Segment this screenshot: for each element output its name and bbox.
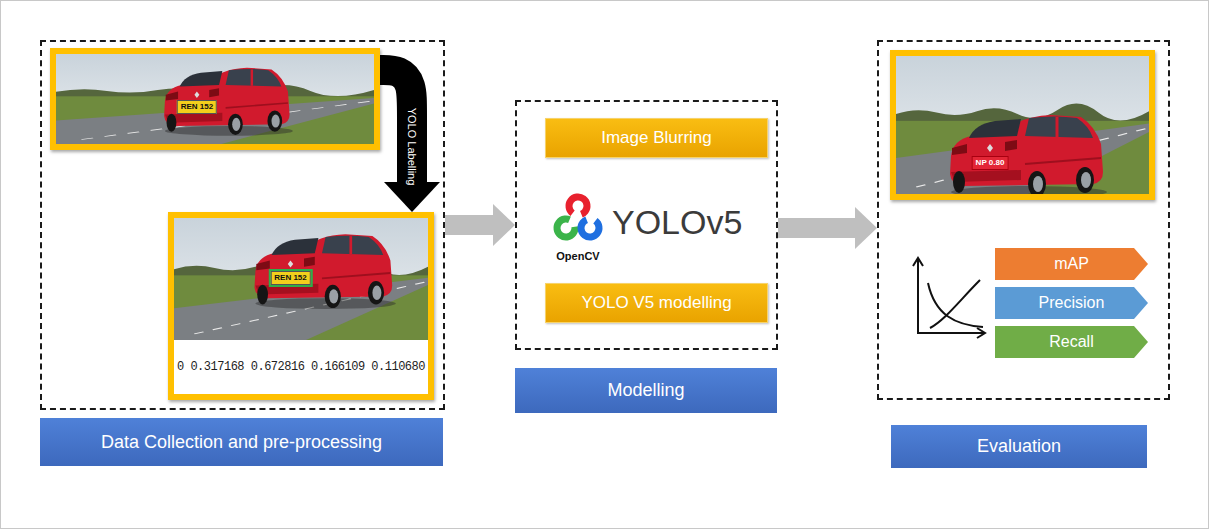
edge-label: YOLO Labelling [405,105,418,187]
stage-group: EvaluationNP 0.80mAPPrecisionRecall [877,40,1170,400]
chevron-fill [995,248,1148,280]
box-label: Image Blurring [601,128,712,148]
process-box: YOLO V5 modelling [545,283,768,323]
metric-tag: mAP [995,248,1148,280]
detection-label: NP 0.80 [972,156,1009,170]
licence-plate: REN 152 [177,100,217,114]
metric-label: mAP [1054,255,1089,273]
arrow-head [855,207,877,249]
metric-tag: Precision [995,287,1148,319]
image-frame: NP 0.80 [890,50,1155,200]
arrow-head [493,204,515,246]
car-photo [56,54,374,144]
opencv-logo [556,193,603,240]
stage-group: Data Collection and pre-processingREN 15… [40,40,445,410]
logo-text: YOLOv5 [612,203,742,242]
connector-body [445,215,493,235]
car-photo [896,56,1149,198]
connector-body [778,218,855,238]
licence-plate: REN 152 [270,271,310,285]
connector-arrow [380,70,440,212]
metric-label: Precision [1039,294,1105,312]
chevron-fill [995,287,1148,319]
car-photo [174,218,428,340]
image-frame: REN 152 0 0.317168 0.672816 0.166109 0.11… [168,212,434,400]
connector-arrow [778,207,877,249]
metric-label: Recall [1049,333,1093,351]
box-label: YOLO V5 modelling [581,293,731,313]
process-box: Image Blurring [545,118,768,158]
chart-icon [913,258,985,338]
section-label: Evaluation [891,425,1147,468]
image-frame: REN 152 [50,48,380,150]
logo-text: OpenCV [556,250,599,263]
section-label: Data Collection and pre-processing [40,418,443,466]
label-coordinates: 0 0.317168 0.672816 0.166109 0.110680 [174,340,428,394]
chevron-fill [995,326,1148,358]
connector-arrow [445,204,515,246]
section-label: Modelling [515,368,777,413]
metric-tag: Recall [995,326,1148,358]
